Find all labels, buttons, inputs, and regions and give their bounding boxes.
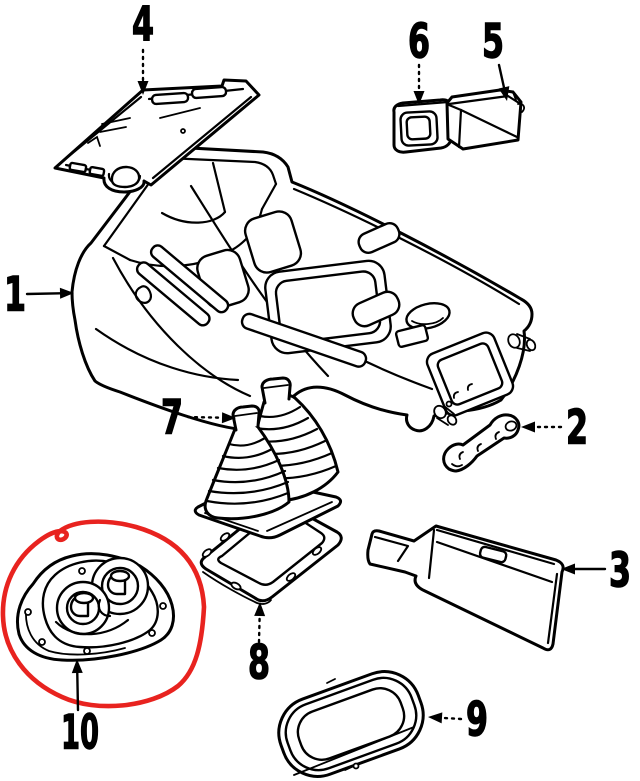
arrowhead-10: [71, 659, 83, 674]
part-10-transfer-lever-boot-plate: [16, 552, 176, 662]
callout-8: 8: [247, 602, 271, 692]
panel-notch: [478, 545, 508, 564]
highlight-circle: [0, 519, 207, 709]
lid-slot: [190, 85, 228, 100]
part-6-console-box-insert-small: [392, 98, 454, 154]
callout-label-6[interactable]: 6: [407, 14, 431, 71]
part-4-console-lid-plate: [53, 78, 261, 194]
callout-3: 3: [561, 543, 632, 600]
callout-label-1[interactable]: 1: [3, 267, 27, 324]
part-1-console-body: [70, 145, 537, 433]
console-switch-cutout: [394, 324, 430, 348]
callout-6: 6: [407, 14, 431, 105]
console-slot: [357, 222, 401, 254]
callout-7: 7: [160, 390, 236, 447]
leader-line-8: [257, 614, 261, 644]
leader-line-9: [440, 716, 463, 721]
leader-line-1: [25, 292, 62, 296]
console-trim-strip: [240, 312, 368, 368]
console-trim-strip: [149, 244, 230, 314]
callout-label-2[interactable]: 2: [565, 400, 589, 457]
console-vent-cutout: [243, 210, 303, 274]
callout-label-5[interactable]: 5: [481, 14, 505, 71]
part-5-console-box-insert: [445, 88, 525, 151]
arrowhead-3: [561, 563, 575, 575]
arrowhead-6: [413, 91, 425, 105]
callout-9: 9: [428, 692, 489, 749]
part-2-mounting-bracket: [442, 413, 521, 473]
arrowhead-5: [498, 86, 510, 101]
mounting-stud: [433, 404, 447, 420]
arrowhead-4: [137, 81, 149, 95]
bracket-hole: [504, 420, 518, 432]
lid-tab: [110, 165, 141, 189]
callout-2: 2: [521, 400, 589, 457]
callout-label-9[interactable]: 9: [465, 692, 489, 749]
leader-line-10: [76, 671, 80, 712]
arrowhead-7: [221, 412, 236, 424]
console-rear-pocket-inner: [436, 342, 504, 406]
callout-label-10[interactable]: 10: [60, 705, 100, 762]
part-9-shifter-bezel-ring: [277, 670, 425, 778]
callout-label-4[interactable]: 4: [131, 0, 155, 53]
callout-4: 4: [131, 0, 155, 95]
callout-10: 10: [60, 659, 100, 762]
callout-label-7[interactable]: 7: [160, 390, 184, 447]
leader-line-7: [186, 415, 224, 419]
callout-layer: 1 2 3 4 56 7 8 9 10: [3, 0, 632, 762]
console-trim-strip: [135, 261, 211, 327]
leader-line-5: [497, 63, 506, 89]
arrowhead-2: [521, 421, 535, 433]
lid-slot: [150, 91, 190, 106]
arrowhead-8: [254, 602, 266, 617]
callout-1: 1: [3, 267, 74, 324]
callout-5: 5: [481, 14, 510, 101]
part-8-boot-retainer-gasket: [199, 499, 343, 605]
callout-label-8[interactable]: 8: [247, 635, 271, 692]
console-slot: [351, 290, 401, 328]
arrowhead-9: [428, 712, 443, 724]
callout-label-3[interactable]: 3: [608, 543, 632, 600]
part-7-shift-lever-boots: [193, 376, 343, 540]
part-3-console-rear-side-panel: [366, 524, 565, 652]
arrowhead-1: [59, 287, 74, 299]
